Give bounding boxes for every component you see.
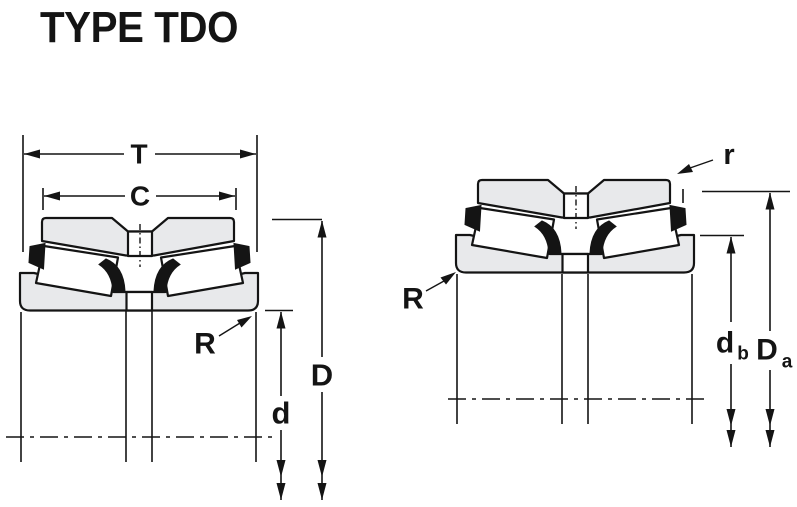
radius-R-right-leader: [425, 280, 445, 292]
dim-C-arrow-left: [44, 191, 60, 201]
dim-D-arrow-up: [317, 220, 327, 238]
radius-r-leader: [689, 159, 714, 169]
label-backface-radius-left: R: [194, 328, 216, 361]
label-backface-radius-right: R: [402, 283, 424, 316]
label-cone-backing-diameter: d: [716, 327, 734, 360]
radius-R-arrowhead: [237, 316, 252, 328]
right-view-dimensions: D a d b r R: [402, 139, 793, 447]
dim-d-arrow-down-1: [276, 460, 286, 477]
page-title: TYPE TDO: [40, 3, 238, 52]
dim-db-arrow-up: [726, 236, 736, 254]
dim-Da-arrow-down-2: [765, 430, 775, 447]
bearing-section-right: [454, 178, 696, 274]
label-cup-width: C: [130, 181, 150, 212]
dim-db-arrow-down-1: [726, 409, 736, 426]
dim-T-extension-lines: [22, 135, 258, 252]
dim-d-arrow-up: [276, 311, 286, 329]
left-view-bore-lines: [20, 311, 257, 462]
radius-r-arrowhead: [677, 164, 693, 174]
dim-C-extension-lines: [42, 188, 237, 210]
radius-R-leader: [218, 322, 241, 337]
label-outside-diameter: D: [311, 358, 333, 393]
dim-Da-arrow-down-1: [765, 409, 775, 426]
dim-T-arrow-left: [24, 149, 40, 159]
dim-D-arrow-down-2: [317, 483, 327, 500]
radius-R-right-arrowhead: [440, 272, 456, 285]
dim-Da-arrow-up: [765, 192, 775, 210]
right-view-bore-lines: [456, 274, 693, 424]
label-cup-backing-diameter-subscript: a: [782, 352, 793, 373]
bearing-section-left: [18, 216, 260, 312]
label-cup-corner-radius: r: [723, 139, 734, 171]
label-bore-diameter: d: [272, 396, 291, 431]
dim-db-arrow-down-2: [726, 430, 736, 447]
label-cup-backing-diameter: D: [756, 334, 778, 367]
dim-C-arrow-right: [219, 191, 235, 201]
dim-T-arrow-right: [240, 149, 256, 159]
dim-d-arrow-down-2: [276, 483, 286, 500]
label-cone-backing-diameter-subscript: b: [737, 344, 749, 365]
label-overall-width: T: [130, 139, 147, 170]
dim-D-arrow-down-1: [317, 460, 327, 477]
left-view-dimensions: T C D d R: [6, 135, 333, 500]
